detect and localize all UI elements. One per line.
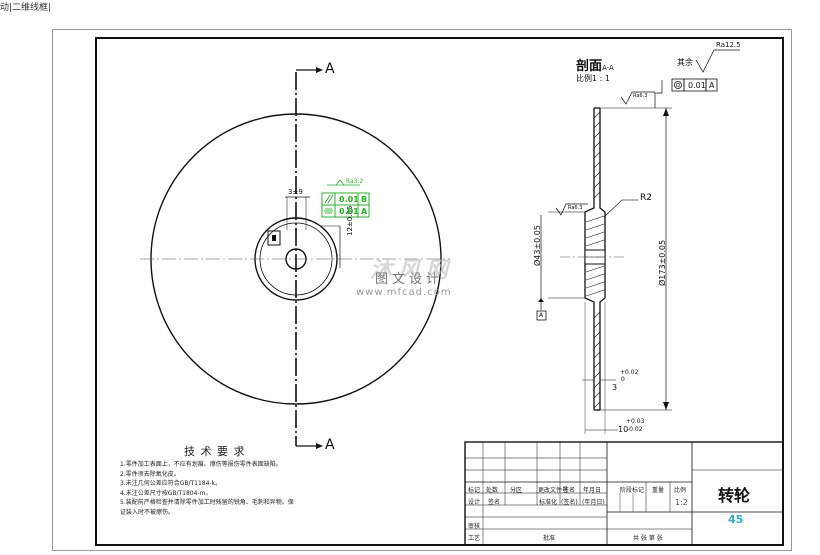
section-label-top: A bbox=[325, 61, 335, 77]
runout-datum: A bbox=[709, 81, 715, 90]
tech-item: 1.零件加工表面上，不应有划痕、擦伤等损伤零件表面缺陷。 bbox=[120, 461, 282, 468]
tb-approve: 批准 bbox=[543, 535, 556, 542]
tech-item: 3.未注几何公差应符合GB/T1184-k。 bbox=[120, 480, 222, 487]
tb-standardize: 标准化 bbox=[539, 499, 558, 506]
section-label-bottom: A bbox=[325, 437, 335, 453]
roughness-general-mark bbox=[695, 49, 740, 73]
tech-item: 2.零件须去除氧化皮。 bbox=[120, 470, 180, 478]
roughness-face-value: Ra6.3 bbox=[633, 93, 648, 99]
tb-std-sign: (签名) bbox=[561, 499, 578, 506]
symmetry-datum: A bbox=[361, 207, 368, 216]
hub-tol-upper: +0.02 bbox=[620, 369, 639, 376]
tb-change-doc: 更改文件号 bbox=[538, 487, 569, 494]
tb-review: 审核 bbox=[468, 523, 481, 530]
tb-scale-label: 比例 bbox=[674, 487, 687, 494]
material: 45 bbox=[728, 513, 744, 526]
section-arrow-bottom bbox=[316, 443, 323, 449]
keyway bbox=[267, 230, 281, 246]
tb-mark: 标记 bbox=[468, 487, 481, 494]
datum-box bbox=[536, 310, 547, 321]
tech-requirements-title: 技 术 要 求 bbox=[184, 445, 246, 458]
roughness-other-label: 其余 bbox=[677, 58, 693, 67]
face-tol-lower: -0.02 bbox=[627, 426, 643, 433]
tb-design-sign: 签名 bbox=[488, 499, 501, 506]
bore-diameter-dim: Ø43±0.05 bbox=[533, 225, 542, 266]
section-view bbox=[536, 49, 740, 434]
tb-design: 设计 bbox=[468, 499, 481, 506]
outer-diameter-dim: Ø173±0.05 bbox=[658, 239, 667, 286]
tb-date: 年月日 bbox=[583, 487, 602, 494]
title-block-grid bbox=[464, 441, 784, 546]
keyway-mark bbox=[272, 235, 276, 241]
watermark-logo: 沐风网 bbox=[370, 258, 455, 283]
section-scale: 比例1 : 1 bbox=[576, 74, 610, 83]
tech-item: 4.未注公差尺寸按GB/T1804-m。 bbox=[120, 489, 212, 497]
section-arrow-top bbox=[316, 67, 323, 73]
watermark-url: www.mfcad.com bbox=[356, 287, 452, 298]
section-title: 剖面A-A bbox=[576, 59, 614, 74]
tb-process: 工艺 bbox=[468, 535, 481, 542]
tech-item: 5.装配前严格检查并清除零件加工时残留的锐角、毛刺和异物。保 bbox=[120, 499, 294, 506]
tb-signature: 签名 bbox=[563, 487, 576, 494]
front-view bbox=[140, 67, 450, 449]
hub-tol-lower: 0 bbox=[621, 376, 625, 383]
section-hatch bbox=[585, 111, 605, 409]
tech-requirements-list: 1.零件加工表面上，不应有划痕、擦伤等损伤零件表面缺陷。 2.零件须去除氧化皮。… bbox=[120, 460, 294, 517]
datum-label: A bbox=[539, 312, 544, 319]
runout-tolerance: 0.01 bbox=[688, 81, 706, 90]
tb-std-date: (年月日) bbox=[582, 499, 605, 506]
tb-stage: 阶段标记 bbox=[620, 487, 645, 494]
face-width-dim: 10 bbox=[618, 425, 629, 434]
roughness-hub-value: Ra6.3 bbox=[568, 205, 583, 211]
gdt-frame-front bbox=[321, 179, 370, 218]
hub-width-dim: 3 bbox=[612, 383, 618, 392]
face-tol-upper: +0.03 bbox=[626, 418, 645, 425]
parallel-datum: B bbox=[361, 195, 368, 204]
window-caption: 动|二维线框| bbox=[0, 3, 52, 13]
drawing-border bbox=[95, 37, 784, 546]
part-name: 转轮 bbox=[718, 486, 751, 505]
tb-count: 处数 bbox=[486, 487, 499, 494]
tb-sheets: 共 张 第 张 bbox=[633, 535, 663, 542]
roughness-general-value: Ra12.5 bbox=[716, 41, 741, 49]
radius-dim: R2 bbox=[640, 193, 652, 203]
drawing-sheet bbox=[52, 29, 792, 551]
tech-item: 证装入时不被擦伤。 bbox=[120, 508, 175, 516]
tb-weight: 重量 bbox=[652, 487, 665, 494]
symmetry-tolerance: 0.01 bbox=[339, 207, 359, 216]
keyway-width-dim: 3±9 bbox=[288, 188, 303, 196]
watermark-text: 图文设计 bbox=[375, 272, 444, 287]
tb-scale-value: 1:2 bbox=[675, 498, 688, 507]
gdt-roughness-front: Ra3.2 bbox=[346, 178, 364, 185]
tb-zone: 分区 bbox=[510, 487, 523, 494]
parallel-tolerance: 0.01 bbox=[339, 195, 359, 204]
